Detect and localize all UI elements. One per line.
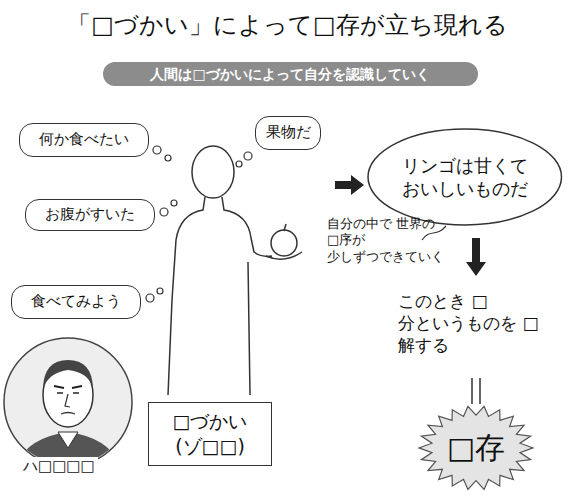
title-band: 人間は□づかいによって自分を認識していく [103,62,478,86]
title-wrap: 「□づかい」によって□存が立ち現れる [0,10,575,41]
thought-dot [244,152,252,160]
portrait [14,360,122,470]
note-label: このとき □分というものを □解する [398,290,543,356]
idea-ellipse: リンゴは甘くて おいしいものだ [367,128,563,226]
portrait-collar [58,432,78,448]
node-text: 何か食べたい [39,130,129,150]
portrait-frame [4,338,132,466]
portrait-eyes [57,392,79,394]
thought-dot [153,146,161,154]
portrait-brows [54,386,82,388]
portrait-mouth [61,413,75,415]
person-arm [222,197,272,257]
person-hand [266,252,302,259]
thought-dot [236,161,242,167]
label-wrap: 自分の中で 世界の□序が 少しずつできていく [327,216,447,265]
node-text: 食べてみよう [31,292,121,312]
right-arrow [335,175,364,195]
apple-stem [284,224,286,231]
thought-bubble: 果物だ [255,116,321,150]
node-text: お腹がすいた [45,205,135,225]
burst-shape [419,406,533,489]
thought-dot [146,294,154,302]
ellipse-outline [367,128,563,226]
node-text: 果物だ [266,123,311,143]
equals-mark [472,378,480,404]
thought-dot [160,208,168,216]
down-arrow [466,238,486,276]
node-text: リンゴは甘くて おいしいものだ [398,154,533,201]
label-wrap: ハ□□□□ [20,457,98,475]
portrait-nose [65,394,70,407]
person-front [248,262,250,395]
portrait-hair [43,360,93,388]
note-label: 自分の中で 世界の□序が 少しずつできていく [327,216,447,265]
node-text: □づかい (ゾ□□) [160,409,260,458]
thought-bubble: お腹がすいた [25,199,155,231]
thought-dot [171,200,177,206]
note-label: ハ□□□□ [20,457,98,475]
thought-dot [165,155,171,161]
thought-dot [157,288,163,294]
node-text: 人間は□づかいによって自分を認識していく [150,65,429,83]
term-box: □づかい (ゾ□□) [148,402,272,466]
person-back [168,197,205,395]
title-text: 「□づかい」によって□存が立ち現れる [0,10,575,41]
apple [271,230,297,256]
person-head [192,146,234,198]
thought-bubble: 何か食べたい [19,123,149,157]
starburst: □存 [418,405,534,491]
thought-bubble: 食べてみよう [11,285,141,319]
label-wrap: このとき □分というものを □解する [398,290,543,356]
node-text: □存 [447,428,505,467]
ellipse-shape [368,129,562,225]
